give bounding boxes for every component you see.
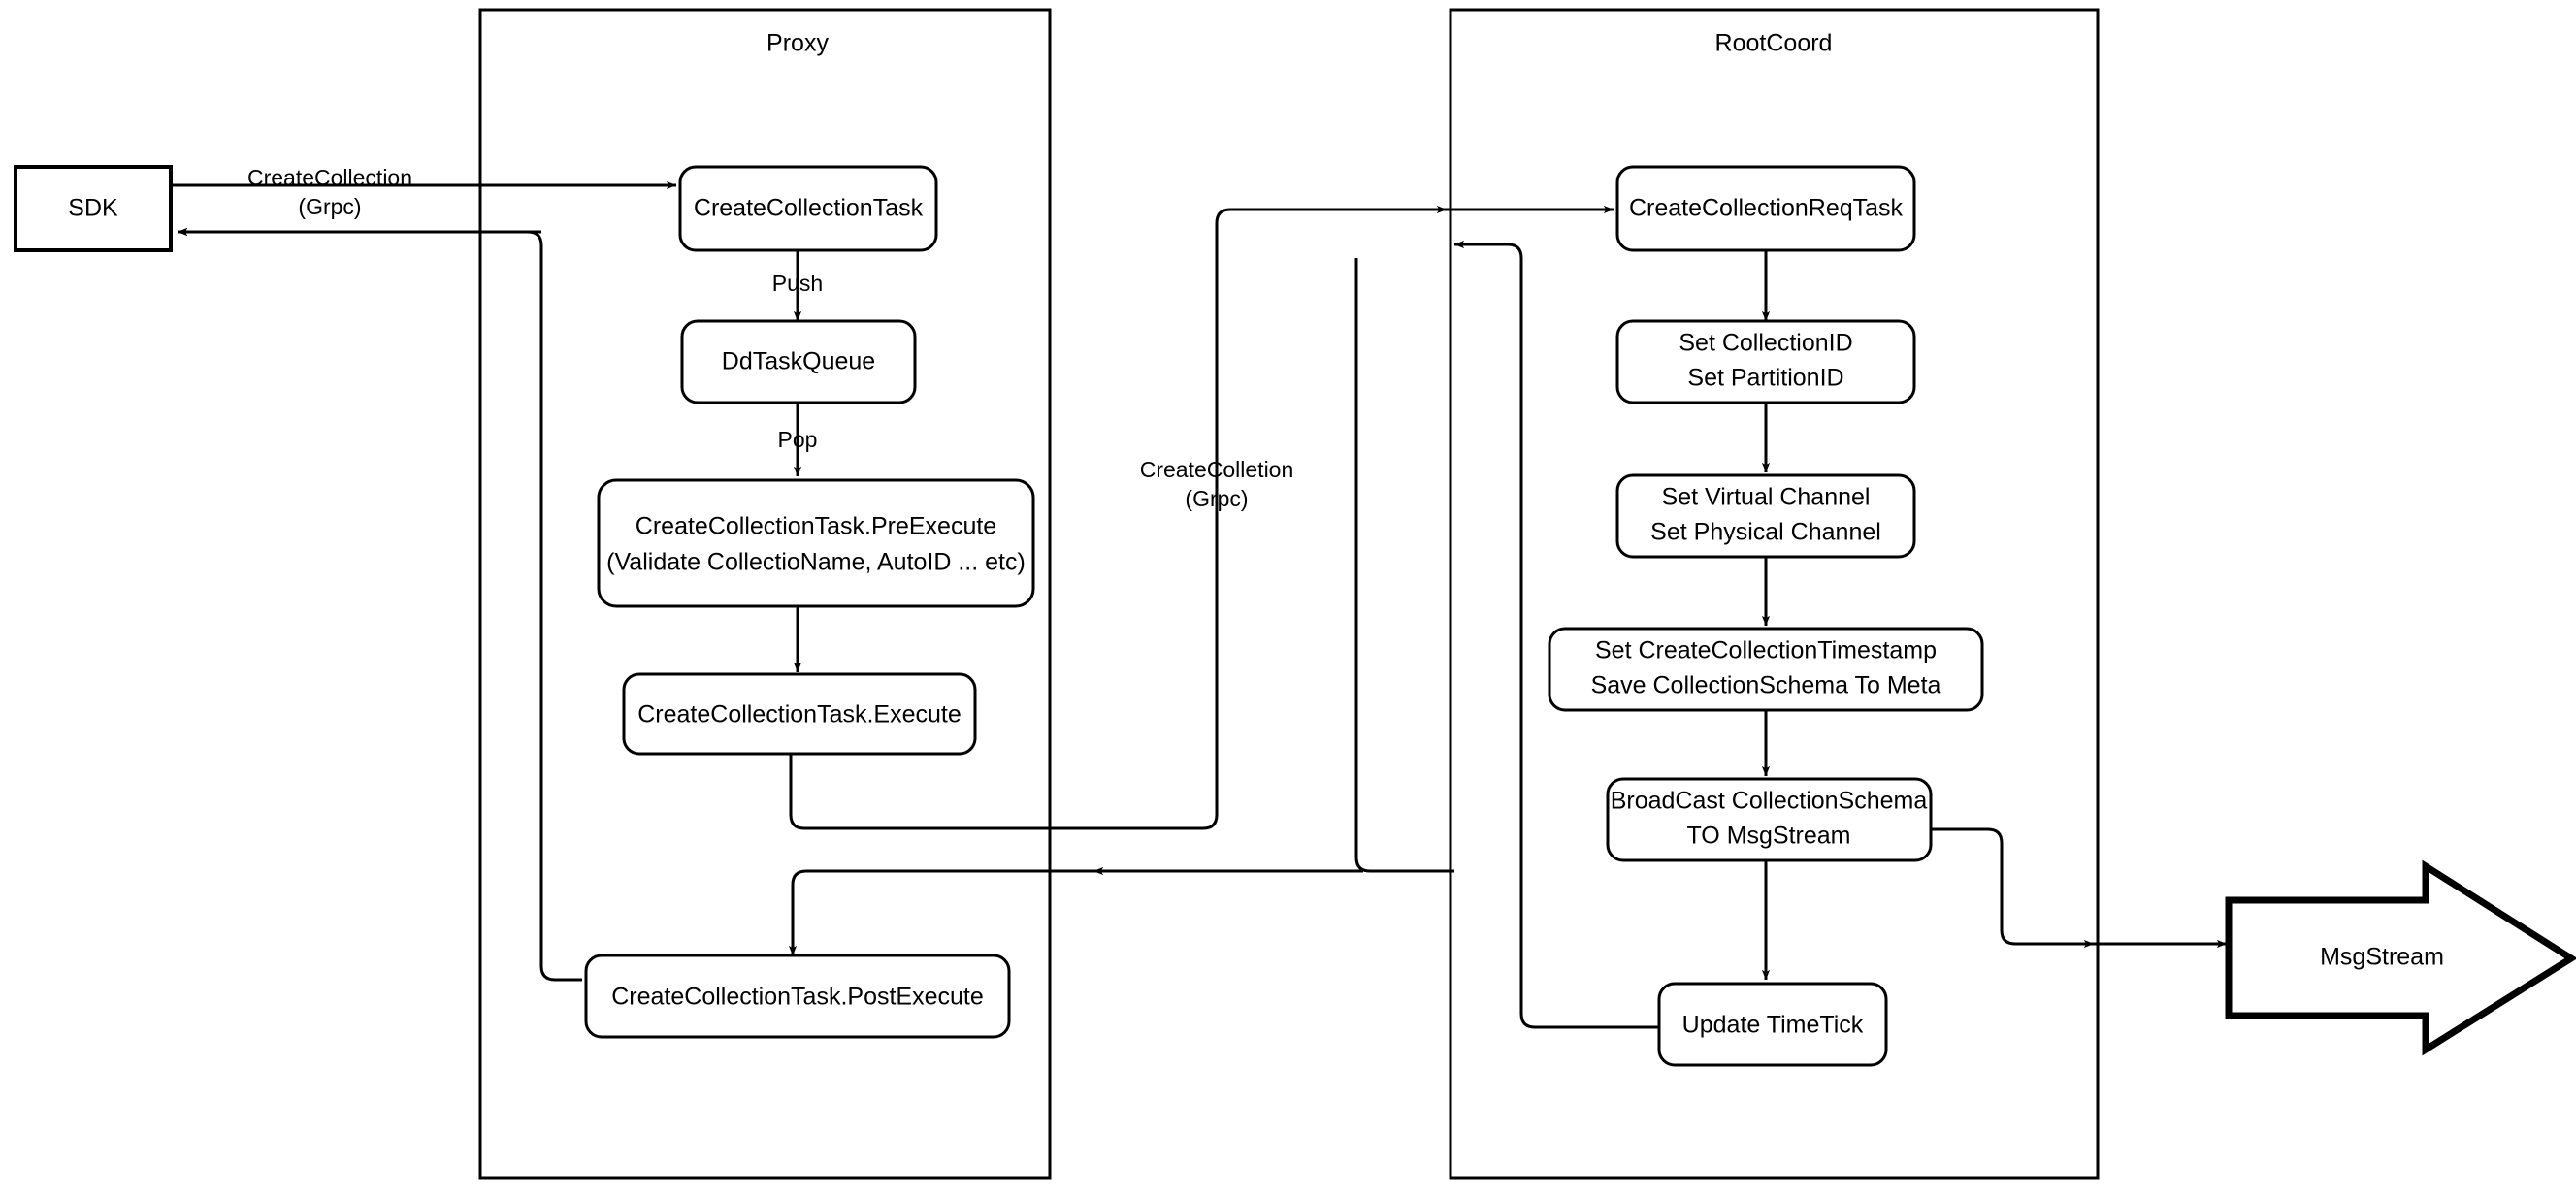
pre-execute-label-line1: CreateCollectionTask.PreExecute [636, 513, 996, 540]
broadcast-box[interactable] [1606, 777, 1933, 862]
edge-update-timetick-to-proxy [1453, 240, 1660, 1029]
node-set-ids[interactable]: Set CollectionID Set PartitionID [1615, 319, 1916, 404]
edge-broadcast-to-msgstream-part1 [1929, 827, 2095, 949]
execute-label: CreateCollectionTask.Execute [637, 701, 962, 728]
edge-label-grpc-mid-line2: (Grpc) [1185, 486, 1248, 511]
set-ids-box[interactable] [1615, 319, 1916, 404]
pre-execute-box[interactable] [597, 478, 1035, 608]
save-meta-box[interactable] [1548, 627, 1984, 712]
create-collection-req-task-box[interactable] [1615, 165, 1916, 252]
post-execute-box[interactable] [584, 954, 1011, 1039]
broadcast-label-line2: TO MsgStream [1686, 823, 1850, 850]
create-collection-req-task-label: CreateCollectionReqTask [1629, 195, 1904, 222]
edge-label-pop: Pop [778, 427, 818, 452]
node-pre-execute[interactable]: CreateCollectionTask.PreExecute (Validat… [597, 478, 1035, 608]
node-sdk[interactable]: SDK [14, 165, 173, 252]
node-create-collection-task[interactable]: CreateCollectionTask [678, 165, 938, 252]
msgstream-label: MsgStream [2320, 944, 2444, 971]
update-timetick-box[interactable] [1657, 982, 1888, 1067]
post-execute-label: CreateCollectionTask.PostExecute [611, 984, 984, 1011]
create-collection-task-label: CreateCollectionTask [694, 195, 924, 222]
dd-task-queue-box[interactable] [680, 319, 917, 404]
rootcoord-container-title: RootCoord [1715, 30, 1833, 57]
edge-execute-to-rootcoord [789, 205, 1448, 830]
save-meta-label-line1: Set CreateCollectionTimestamp [1595, 637, 1937, 664]
node-set-channels[interactable]: Set Virtual Channel Set Physical Channel [1615, 473, 1916, 559]
broadcast-label-line1: BroadCast CollectionSchema [1611, 788, 1928, 815]
set-ids-label-line1: Set CollectionID [1679, 330, 1852, 357]
set-channels-label-line1: Set Virtual Channel [1662, 484, 1871, 511]
node-execute[interactable]: CreateCollectionTask.Execute [622, 672, 977, 756]
edge-label-push: Push [772, 271, 823, 296]
save-meta-label-line2: Save CollectionSchema To Meta [1591, 672, 1941, 699]
pre-execute-label-line2: (Validate CollectioName, AutoID ... etc) [606, 549, 1026, 576]
create-collection-task-box[interactable] [678, 165, 938, 252]
node-save-meta[interactable]: Set CreateCollectionTimestamp Save Colle… [1548, 627, 1984, 712]
node-post-execute[interactable]: CreateCollectionTask.PostExecute [584, 954, 1011, 1039]
update-timetick-label: Update TimeTick [1682, 1012, 1864, 1039]
sdk-box[interactable] [14, 165, 173, 252]
set-channels-box[interactable] [1615, 473, 1916, 559]
sdk-label: SDK [68, 195, 118, 222]
edge-label-sdk-grpc-line2: (Grpc) [298, 194, 361, 219]
edge-return-down-to-post-execute [788, 869, 1093, 956]
set-ids-label-line2: Set PartitionID [1687, 365, 1843, 392]
node-msgstream[interactable]: MsgStream [2225, 859, 2576, 1056]
edge-label-grpc-mid-line1: CreateColletion [1140, 457, 1294, 482]
node-dd-task-queue[interactable]: DdTaskQueue [680, 319, 917, 404]
set-channels-label-line2: Set Physical Channel [1650, 519, 1881, 546]
execute-box[interactable] [622, 672, 977, 756]
msgstream-arrow-shape[interactable] [2225, 859, 2576, 1056]
node-create-collection-req-task[interactable]: CreateCollectionReqTask [1615, 165, 1916, 252]
node-update-timetick[interactable]: Update TimeTick [1657, 982, 1888, 1067]
edge-rootcoord-return-riser [1354, 258, 1454, 873]
dd-task-queue-label: DdTaskQueue [722, 348, 875, 375]
edge-label-sdk-grpc-line1: CreateCollection [247, 165, 412, 190]
proxy-container-title: Proxy [766, 30, 829, 57]
node-broadcast[interactable]: BroadCast CollectionSchema TO MsgStream [1606, 777, 1933, 862]
